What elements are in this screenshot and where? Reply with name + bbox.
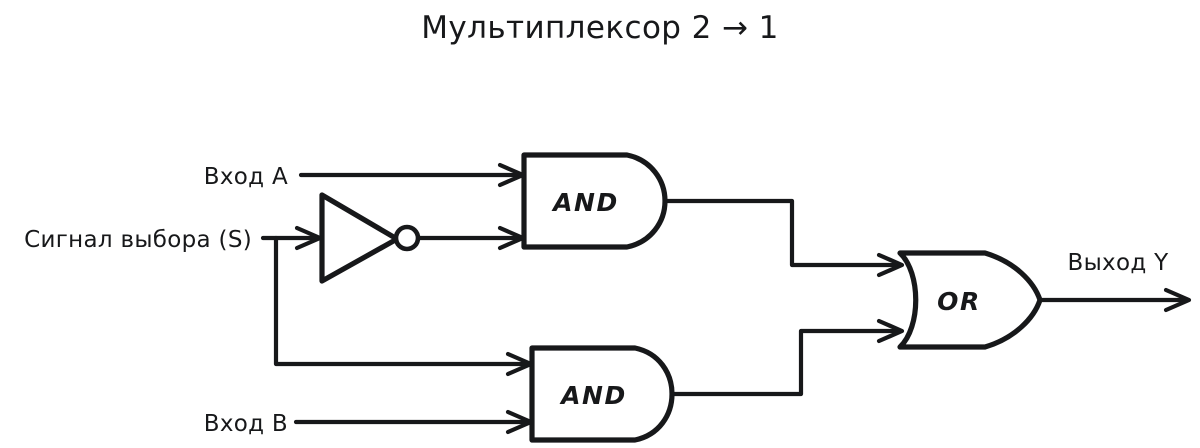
or-gate-label: OR [937,287,981,316]
and-gate-bottom: AND [529,345,675,443]
diagram-title: Мультиплексор 2 → 1 [421,10,779,46]
input-b-label: Вход B [204,411,288,437]
and-gate-top: AND [521,152,668,250]
not-gate [319,192,421,284]
or-gate: OR [897,250,1043,350]
select-signal-label: Сигнал выбора (S) [24,227,252,253]
and-gate-bottom-label: AND [559,381,627,410]
output-y-label: Выход Y [1068,250,1170,276]
input-a-label: Вход A [204,164,288,190]
wire-select-branch-to-and-bottom [273,235,534,377]
wire-and-bottom-to-or [669,318,905,397]
wire-select-to-not-gate [260,225,323,251]
wire-input-b-to-and-bottom [293,409,534,435]
wire-input-a-to-and-top [298,162,526,188]
not-gate-bubble-icon [393,224,421,252]
wire-or-to-output-y [1037,287,1192,313]
wire-and-top-to-or [662,198,905,278]
wire-not-to-and-top [414,225,526,251]
and-gate-top-label: AND [551,188,619,217]
